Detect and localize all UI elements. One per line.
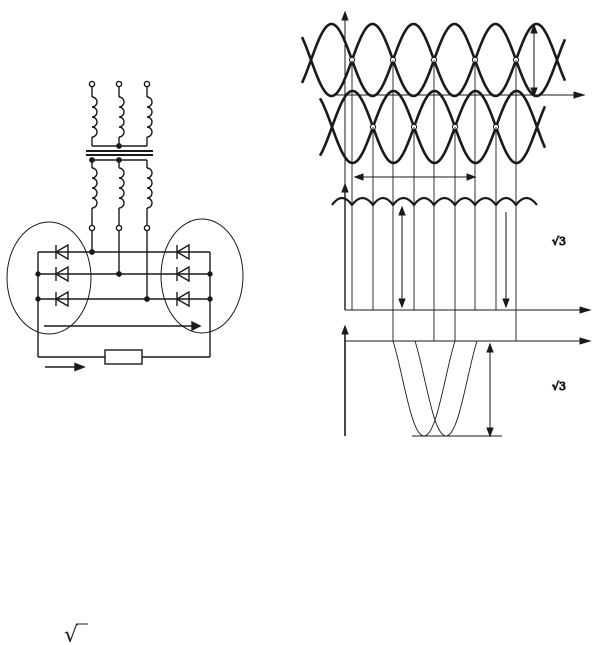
- diode-right-c: [175, 290, 190, 308]
- amplitude-arrow: [530, 23, 538, 98]
- secondary-terminal-a: [88, 224, 96, 232]
- projection-lines: [351, 60, 517, 341]
- primary-terminal-a: [88, 80, 96, 88]
- junction-left-b: [35, 271, 41, 277]
- phase-voltage-plot: [300, 10, 586, 195]
- junction-c: [144, 296, 150, 302]
- junction-left-c: [35, 296, 41, 302]
- average-voltage-arrow: [398, 205, 406, 309]
- bottom-radical: √: [64, 623, 88, 645]
- diode-left-c: [54, 290, 69, 308]
- sqrt-label-upper: √3: [552, 235, 566, 248]
- rectifier-circuit: [6, 80, 244, 372]
- diode-voltage-curve-1: [392, 340, 456, 437]
- secondary-winding-c: [146, 160, 153, 225]
- phase-plot-y-arrow: [341, 10, 349, 21]
- sqrt-label-lower: √3: [552, 380, 566, 393]
- sqrt-label-bottom: √: [64, 623, 79, 645]
- primary-winding-b: [118, 87, 125, 146]
- junction-b: [116, 271, 122, 277]
- phase-voltage-lower-curve: [318, 89, 547, 165]
- left-diode-group: [6, 221, 92, 335]
- primary-terminal-b: [115, 80, 123, 88]
- junction-right-b: [207, 271, 213, 277]
- left-diode-group-outline: [6, 221, 92, 335]
- junction-right-c: [207, 296, 213, 302]
- diode-plot-x-arrow: [579, 337, 592, 345]
- diode-right-a: [175, 243, 190, 261]
- diode-left-a: [54, 243, 69, 261]
- reverse-voltage-arrow: [486, 342, 494, 438]
- secondary-winding-b: [118, 160, 125, 225]
- load-current-arrow: [45, 362, 86, 372]
- phase-plot-x-arrow: [573, 91, 586, 99]
- primary-winding-a: [91, 87, 98, 146]
- junction-a: [89, 249, 95, 255]
- diode-voltage-curve-2: [414, 340, 478, 437]
- diode-right-b: [175, 265, 190, 283]
- secondary-winding-a: [91, 160, 98, 225]
- lower-crossing-points: [369, 123, 500, 131]
- primary-winding-c: [146, 87, 153, 146]
- diode-left-b: [54, 265, 69, 283]
- peak-voltage-arrow: [502, 212, 510, 309]
- secondary-terminal-b: [115, 224, 123, 232]
- load-resistor: [104, 349, 143, 365]
- output-voltage-plot: √3: [331, 60, 592, 341]
- period-arrow: [353, 173, 477, 181]
- right-diode-group-outline: [160, 218, 244, 334]
- diode-voltage-plot: √3: [341, 324, 592, 438]
- bridge-current-arrow: [44, 320, 202, 332]
- output-plot-y-arrow: [341, 182, 349, 193]
- waveform-panel: √3 √3: [300, 10, 592, 438]
- right-diode-group: [160, 218, 244, 334]
- output-plot-x-arrow: [579, 306, 592, 314]
- diode-plot-y-arrow: [341, 324, 349, 335]
- secondary-terminal-c: [143, 224, 151, 232]
- primary-terminal-c: [143, 80, 151, 88]
- primary-neutral-node: [116, 143, 122, 149]
- rectified-ripple-curve: [331, 196, 538, 207]
